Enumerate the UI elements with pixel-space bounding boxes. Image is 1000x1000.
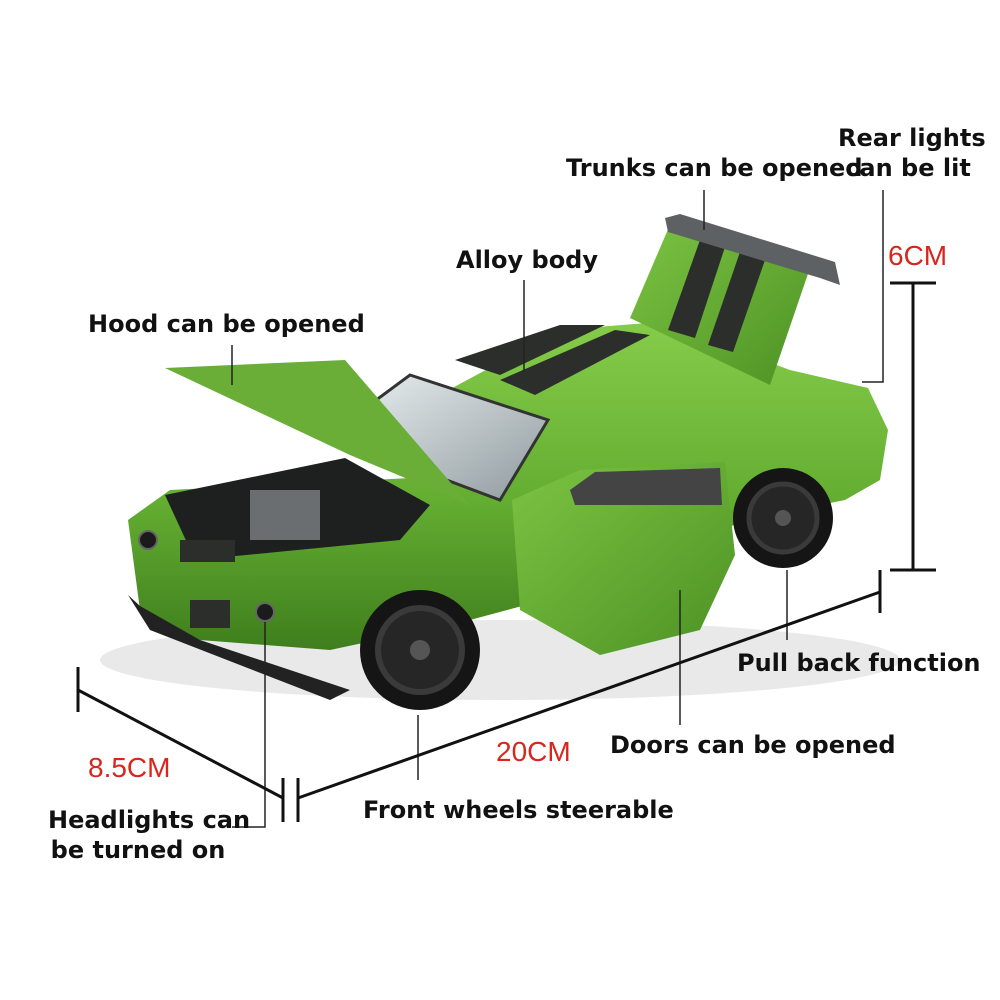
roof-stripe: [500, 330, 650, 395]
dimension-length: 20CM: [496, 736, 571, 767]
label-trunk: Trunks can be opened: [566, 154, 863, 182]
grille-stripe: [180, 540, 235, 562]
dimension-height: 6CM: [888, 240, 948, 271]
front-wheel: [360, 590, 480, 710]
length-dimension-line: [297, 590, 881, 800]
label-front-wheels: Front wheels steerable: [363, 796, 674, 824]
front-splitter: [128, 595, 350, 700]
label-rear-lights-line2: can be lit: [845, 154, 971, 182]
trunk-stripe: [668, 240, 725, 338]
label-headlights-line2: be turned on: [50, 836, 226, 864]
label-pull-back: Pull back function: [737, 649, 981, 677]
grille-stripe: [190, 600, 230, 628]
roof-stripe: [455, 325, 605, 375]
headlight: [255, 602, 275, 622]
label-headlights-line1: Headlights can: [48, 806, 251, 834]
label-alloy-body: Alloy body: [456, 246, 599, 274]
label-rear-lights-line1: Rear lights: [838, 124, 986, 152]
leader-headlights: [232, 622, 266, 828]
hood-panel: [165, 360, 470, 505]
label-rear-lights: Rear lights can be lit: [838, 123, 986, 183]
label-hood: Hood can be opened: [88, 310, 365, 338]
label-doors: Doors can be opened: [610, 731, 896, 759]
rear-wheel: [733, 468, 833, 568]
dimension-width: 8.5CM: [88, 752, 171, 783]
label-headlights: Headlights can be turned on: [48, 805, 251, 865]
headlight: [138, 530, 158, 550]
width-dimension-line: [77, 688, 284, 800]
spoiler: [665, 214, 840, 285]
engine-block: [250, 490, 320, 540]
leader-rear-lights: [862, 190, 884, 383]
door-window: [570, 468, 722, 505]
trunk-stripe: [708, 252, 765, 352]
